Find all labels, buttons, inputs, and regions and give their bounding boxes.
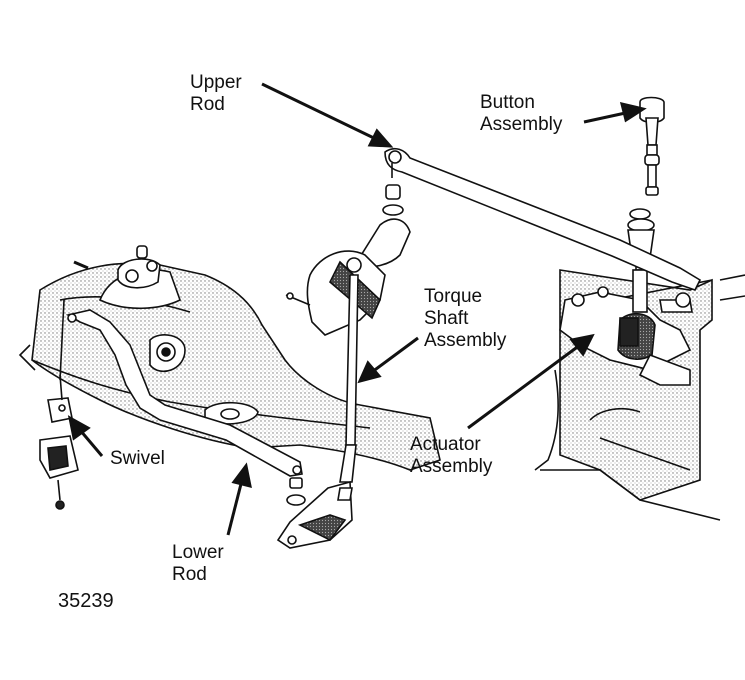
transmission-body-left [18,245,441,471]
label-button-assembly: Button Assembly [480,92,562,136]
label-swivel: Swivel [110,448,165,470]
figure-number: 35239 [58,590,114,612]
swivel [39,260,89,510]
arrowhead-upper-rod [367,128,394,148]
label-upper-rod: Upper Rod [190,72,242,116]
torque-shaft-assembly [276,184,411,549]
label-torque-shaft-assembly: Torque Shaft Assembly [424,286,506,352]
arrow-torque-shaft [371,336,419,374]
label-upper-rod-line2: Rod [190,94,225,115]
label-lower-rod: Lower Rod [172,542,224,586]
label-torque-shaft-line3: Assembly [424,330,507,351]
arrowhead-actuator [569,333,595,357]
label-actuator-line2: Assembly [410,456,493,477]
label-actuator-assembly: Actuator Assembly [410,434,492,478]
label-lower-rod-line1: Lower [172,542,224,563]
arrowhead-swivel [67,415,91,441]
arrowhead-button-assembly [619,101,647,123]
label-button-assembly-line1: Button [480,92,535,113]
callout-arrows [67,82,647,536]
label-lower-rod-line2: Rod [172,564,207,585]
arrowhead-torque-shaft [357,360,382,384]
arrow-swivel [78,429,104,457]
label-torque-shaft-line2: Shaft [424,308,469,329]
lower-rod [65,309,306,506]
label-actuator-line1: Actuator [410,434,481,455]
arrow-actuator [467,343,581,430]
actuator-assembly [559,286,693,386]
arrow-upper-rod [261,82,379,142]
arrow-lower-rod [226,479,244,536]
label-button-assembly-line2: Assembly [480,114,563,135]
label-swivel-text: Swivel [110,448,165,469]
arrow-button-assembly [583,110,631,124]
upper-rod [384,147,702,291]
label-upper-rod-line1: Upper [190,72,242,93]
button-assembly [627,96,665,313]
arrowhead-lower-rod [231,462,252,489]
label-torque-shaft-line1: Torque [424,286,483,307]
